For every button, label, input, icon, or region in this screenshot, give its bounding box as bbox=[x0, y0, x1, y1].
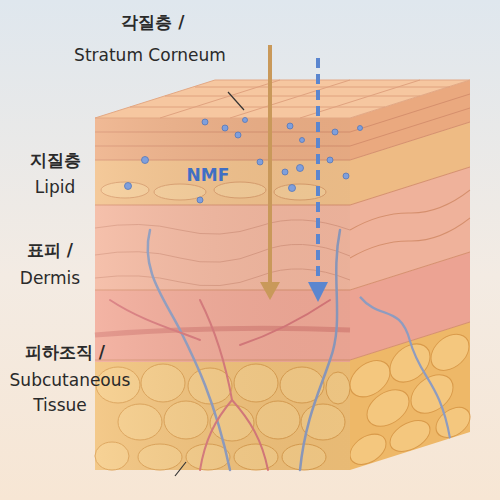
layer-name-ko: 각질층 / bbox=[121, 12, 184, 32]
layer-name-en: Tissue bbox=[33, 395, 87, 415]
layer-name-ko: 지질층 bbox=[30, 150, 81, 170]
layer-name-en: Stratum Corneum bbox=[74, 45, 226, 65]
layer-name-en: Subcutaneous bbox=[10, 370, 131, 390]
layer-name-en: Lipid bbox=[35, 177, 76, 197]
layer-name-ko: 표피 / bbox=[27, 240, 73, 260]
layer-name-ko: 피하조직 / bbox=[25, 342, 105, 362]
nmf-label: NMF bbox=[187, 165, 230, 185]
layer-name-en: Dermis bbox=[20, 268, 80, 288]
